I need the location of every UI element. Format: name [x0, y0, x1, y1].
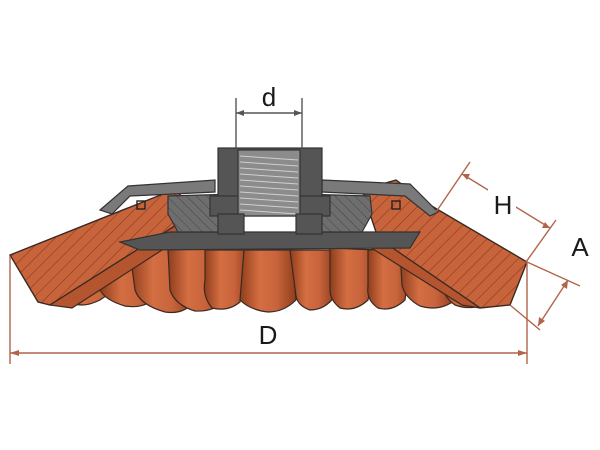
dimension-h: H	[435, 161, 557, 263]
plate-outer-shell-left	[98, 179, 216, 215]
a-arrow-top	[561, 280, 568, 289]
hub-flange-left	[217, 213, 245, 235]
thread-line	[239, 167, 299, 173]
thread-line	[239, 197, 299, 203]
D-arrow-left	[10, 350, 19, 356]
dimension-d: d	[235, 82, 303, 148]
a-dimension-line	[537, 279, 569, 327]
threaded-hub	[209, 147, 331, 235]
h-label: H	[494, 190, 513, 220]
h-arrow-top	[462, 174, 470, 180]
left-clamp-marker	[136, 200, 146, 210]
d-label: d	[262, 82, 276, 112]
thread-line	[239, 203, 299, 209]
a-label: A	[571, 232, 589, 262]
d-arrow-left	[236, 110, 244, 116]
thread-line	[239, 161, 299, 167]
h-label-background	[488, 188, 516, 220]
thread-line	[239, 179, 299, 185]
a-arrow-bottom	[538, 317, 545, 326]
thread-line	[239, 209, 299, 215]
thread-lines	[239, 155, 299, 215]
dimension-d-overall: D	[9, 256, 528, 364]
h-extension-bottom	[525, 219, 557, 263]
dimension-a: A	[509, 232, 589, 331]
D-label: D	[259, 320, 278, 350]
thread-line	[239, 155, 299, 161]
bristle-tuft	[203, 249, 251, 310]
bristle-tuft	[239, 249, 297, 313]
a-extension-top	[526, 261, 581, 287]
hub-flange-right	[295, 213, 323, 235]
bristle-tuft	[289, 249, 336, 311]
plate-underside	[117, 231, 422, 251]
a-extension-bottom	[509, 304, 541, 331]
thread-line	[239, 185, 299, 191]
d-arrow-right	[294, 110, 302, 116]
h-arrow-bottom	[542, 222, 550, 228]
bristle-tuft	[329, 247, 379, 310]
h-extension-top	[435, 161, 471, 213]
thread-line	[239, 191, 299, 197]
D-arrow-right	[518, 350, 527, 356]
right-bristle-section	[361, 179, 528, 309]
thread-line	[239, 173, 299, 179]
right-clamp-marker	[391, 200, 401, 210]
